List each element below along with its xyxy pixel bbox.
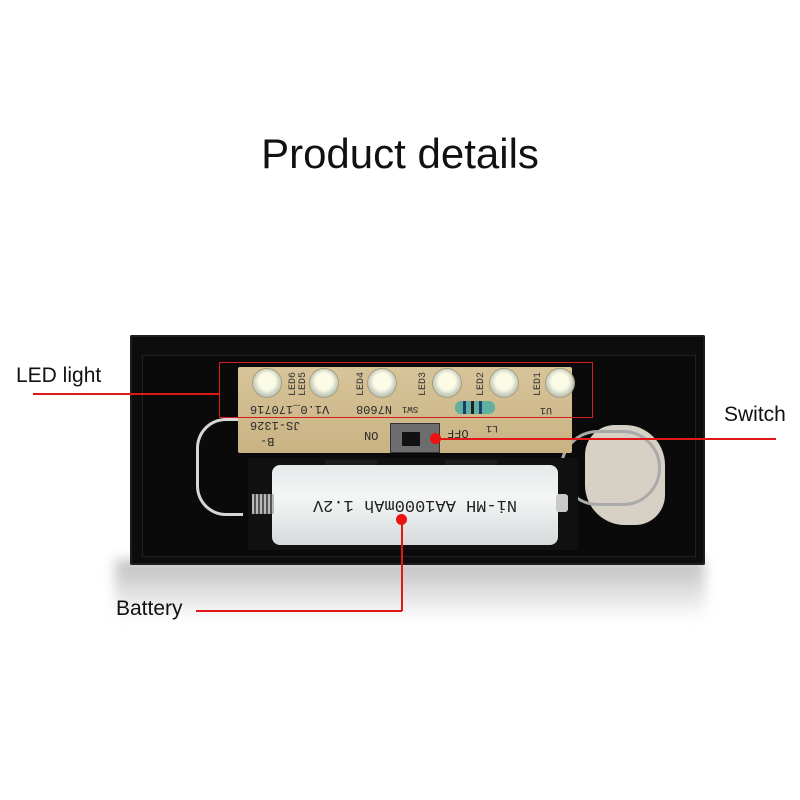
pcb-terminal: B-: [260, 434, 275, 448]
callout-switch: Switch: [724, 403, 786, 426]
pcb-on-label: ON: [364, 428, 379, 442]
led-highlight-box: [219, 362, 593, 418]
led-2: [490, 369, 518, 397]
callout-battery: Battery: [116, 597, 183, 620]
callout-line-switch: [436, 438, 776, 440]
led-6: [253, 369, 281, 397]
battery: [272, 465, 558, 545]
callout-led-light: LED light: [16, 364, 102, 387]
page-title: Product details: [261, 130, 539, 177]
battery-marker-dot: [396, 514, 407, 525]
resistor: [455, 401, 495, 414]
pcb-code: JS-1326: [250, 418, 301, 432]
led-1: [546, 369, 574, 397]
led-5: [310, 369, 338, 397]
callout-line-battery-vertical: [401, 520, 403, 611]
pcb-inductor: L1: [486, 422, 499, 433]
battery-contact-right: [556, 494, 568, 512]
switch-marker-dot: [430, 433, 441, 444]
battery-label: Ni-MH AA1000mAh 1.2V: [312, 495, 518, 514]
switch-knob: [402, 432, 420, 446]
callout-line-battery-horizontal: [196, 610, 402, 612]
white-wire-left: [196, 418, 243, 516]
battery-spring-left: [252, 494, 274, 514]
led-3: [433, 369, 461, 397]
callout-line-led: [33, 393, 220, 395]
led-4: [368, 369, 396, 397]
